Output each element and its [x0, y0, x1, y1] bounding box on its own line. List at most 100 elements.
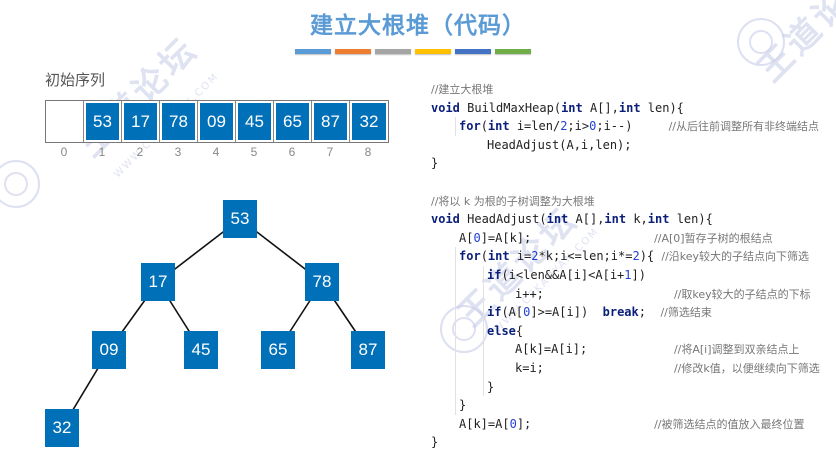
code-comment: //从后往前调整所有非终端结点: [668, 120, 820, 134]
color-bar: [415, 49, 451, 54]
indent-guide: [455, 247, 456, 415]
code-text: {: [515, 323, 524, 338]
array-cell: [46, 101, 84, 142]
code-keyword: int: [604, 212, 627, 227]
code-number: 0: [589, 119, 597, 134]
code-line: }: [431, 154, 438, 172]
code-text: ;i>: [567, 119, 590, 134]
color-bar: [335, 49, 371, 54]
code-keyword: int: [561, 100, 583, 115]
code-comment: //修改k值，以便继续向下筛选: [673, 362, 820, 375]
code-keyword: int: [487, 249, 510, 264]
code-line: A[k]=A[i]; //将A[i]调整到双亲结点上: [515, 340, 800, 358]
code-number: 1: [624, 268, 632, 282]
code-number: 0: [473, 230, 481, 245]
code-text: BuildMaxHeap(: [459, 100, 562, 115]
code-line: if(A[0]>=A[i]) break; //筛选结束: [487, 303, 712, 321]
array-cell: 87: [312, 101, 350, 142]
code-number: 0: [523, 305, 531, 320]
code-comment: //取key较大的子结点的下标: [673, 287, 811, 301]
code-text: (A[: [501, 305, 524, 320]
code-text: ]=A[k];: [480, 230, 655, 245]
array-cell: 53: [84, 101, 122, 142]
code-keyword: break: [602, 305, 639, 320]
array-index: 8: [364, 145, 372, 159]
code-number: 2: [560, 119, 568, 134]
code-text: ;: [638, 305, 661, 320]
array-index: 3: [174, 145, 182, 159]
color-bar: [455, 49, 491, 54]
code-text: i=: [509, 249, 532, 264]
tree-node: 53: [223, 200, 257, 238]
code-text: }: [487, 379, 495, 394]
code-text: A[k]=A[i];: [515, 342, 674, 357]
array-cell: 45: [236, 101, 274, 142]
color-bar: [295, 49, 331, 54]
array-index: 7: [326, 145, 334, 159]
tree-node: 87: [351, 331, 385, 369]
color-bar: [375, 49, 411, 54]
array-index: 5: [250, 145, 258, 159]
tree-node: 78: [305, 263, 339, 301]
indent-guide: [455, 117, 456, 136]
sequence-indices: 0 1 2 3 4 5 6 7 8: [45, 145, 387, 159]
array-index: 2: [136, 145, 144, 159]
code-line: }: [431, 433, 438, 451]
array-cell-value: 32: [352, 103, 386, 140]
code-line: else{: [487, 322, 523, 340]
code-text: ;i--): [596, 119, 669, 134]
array-cell-value: 09: [200, 103, 233, 140]
code-keyword: void: [431, 212, 460, 227]
code-keyword: for: [459, 249, 481, 264]
array-index: 4: [212, 145, 220, 159]
sequence-label: 初始序列: [45, 71, 106, 89]
code-text: (: [480, 249, 488, 264]
code-line: if(i<len&&A[i]<A[i+1]): [487, 266, 646, 284]
array-index: 6: [288, 145, 296, 159]
code-keyword: int: [618, 100, 641, 115]
array-cell-value: 53: [86, 103, 119, 140]
tree-node: 65: [261, 331, 295, 369]
array-cell: 78: [160, 101, 198, 142]
code-text: i=len/: [509, 119, 561, 134]
code-text: ];: [516, 416, 655, 431]
code-text: ){: [639, 249, 662, 264]
array-index: 0: [60, 145, 68, 159]
code-number: 2: [632, 249, 640, 264]
array-cell: 09: [198, 101, 236, 142]
page-title: 建立大根堆（代码）: [310, 13, 526, 39]
color-bar: [495, 49, 531, 54]
code-text: ]): [631, 268, 646, 282]
array-cell: 32: [350, 101, 388, 142]
array-cell-value: 78: [162, 103, 195, 140]
tree-node: 17: [141, 263, 175, 301]
code-comment: //将A[i]调整到双亲结点上: [673, 343, 800, 357]
code-line: }: [459, 396, 466, 414]
code-text: (i<len&&A[i]<A[i+: [501, 268, 625, 282]
code-comment: //被筛选结点的值放入最终位置: [654, 417, 805, 431]
code-line: void BuildMaxHeap(int A[],int len){: [431, 99, 684, 117]
tree-node: 32: [45, 409, 79, 447]
code-line: i++; //取key较大的子结点的下标: [515, 285, 811, 303]
code-line: for(int i=len/2;i>0;i--) //从后往前调整所有非终端结点: [459, 117, 819, 135]
code-keyword: if: [487, 305, 502, 320]
code-text: HeadAdjust(: [459, 212, 547, 227]
heap-tree-edges: [61, 218, 369, 429]
code-comment: //筛选结束: [660, 306, 712, 320]
code-text: }: [459, 398, 467, 413]
code-text: A[],: [568, 212, 605, 227]
tree-node: 09: [92, 331, 126, 369]
code-text: k=i;: [515, 361, 674, 375]
array-cell-value: 17: [124, 103, 157, 140]
array-cell: 65: [274, 101, 312, 142]
code-text: (: [480, 119, 488, 134]
array-cell-value: 45: [238, 103, 271, 140]
code-comment: //沿key较大的子结点向下筛选: [661, 250, 810, 264]
code-line: A[k]=A[0]; //被筛选结点的值放入最终位置: [459, 415, 805, 433]
code-line: //建立大根堆: [431, 80, 493, 98]
array-cell-value: 65: [276, 103, 309, 140]
code-line: for(int i=2*k;i<=len;i*=2){ //沿key较大的子结点…: [459, 247, 809, 265]
code-text: i++;: [515, 286, 674, 301]
array-index: 1: [98, 145, 106, 159]
